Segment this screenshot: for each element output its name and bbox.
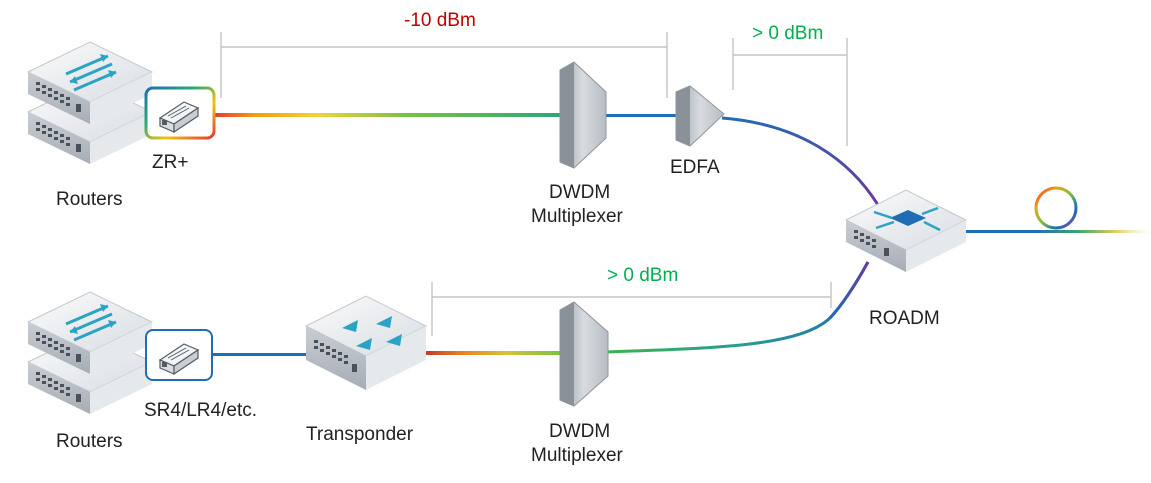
label-edfa: EDFA bbox=[670, 157, 720, 178]
power-label-top-left: -10 dBm bbox=[404, 10, 476, 31]
fiber-mux-to-edfa bbox=[604, 114, 678, 117]
label-dwdm-bottom-line2: Multiplexer bbox=[531, 445, 623, 466]
dwdm-mux-icon-bottom bbox=[559, 301, 609, 407]
label-routers-bottom: Routers bbox=[56, 431, 123, 452]
label-sr4-lr4: SR4/LR4/etc. bbox=[144, 400, 257, 421]
edfa-amplifier-icon bbox=[675, 85, 725, 147]
fiber-bottom-rainbow bbox=[425, 351, 560, 355]
fiber-roadm-to-coil bbox=[965, 230, 1040, 233]
label-dwdm-bottom-line1: DWDM bbox=[549, 421, 611, 442]
power-span-bottom bbox=[431, 282, 832, 336]
power-label-top-right: > 0 dBm bbox=[752, 23, 824, 44]
fiber-client-to-transponder bbox=[212, 353, 312, 356]
fiber-edfa-to-roadm bbox=[721, 116, 880, 206]
transponder-icon bbox=[304, 295, 428, 390]
label-roadm: ROADM bbox=[869, 308, 940, 329]
roadm-icon bbox=[844, 189, 968, 272]
pluggable-optic-icon-client bbox=[145, 329, 213, 381]
router-stack-icon-top bbox=[27, 41, 153, 165]
label-routers-top: Routers bbox=[56, 189, 123, 210]
dwdm-mux-icon-top bbox=[559, 61, 607, 169]
router-stack-icon-bottom bbox=[27, 291, 153, 415]
power-span-top-left bbox=[220, 32, 668, 98]
power-span-top-right bbox=[732, 38, 848, 146]
label-dwdm-top-line2: Multiplexer bbox=[531, 206, 623, 227]
power-label-bottom: > 0 dBm bbox=[607, 265, 679, 286]
label-zr-plus: ZR+ bbox=[152, 152, 189, 173]
fiber-tail bbox=[1040, 230, 1148, 233]
pluggable-optic-icon-zr bbox=[144, 86, 216, 140]
label-transponder: Transponder bbox=[306, 424, 414, 445]
fiber-coil-icon bbox=[1034, 186, 1078, 230]
label-dwdm-top-line1: DWDM bbox=[549, 182, 611, 203]
fiber-top-rainbow bbox=[214, 113, 560, 117]
